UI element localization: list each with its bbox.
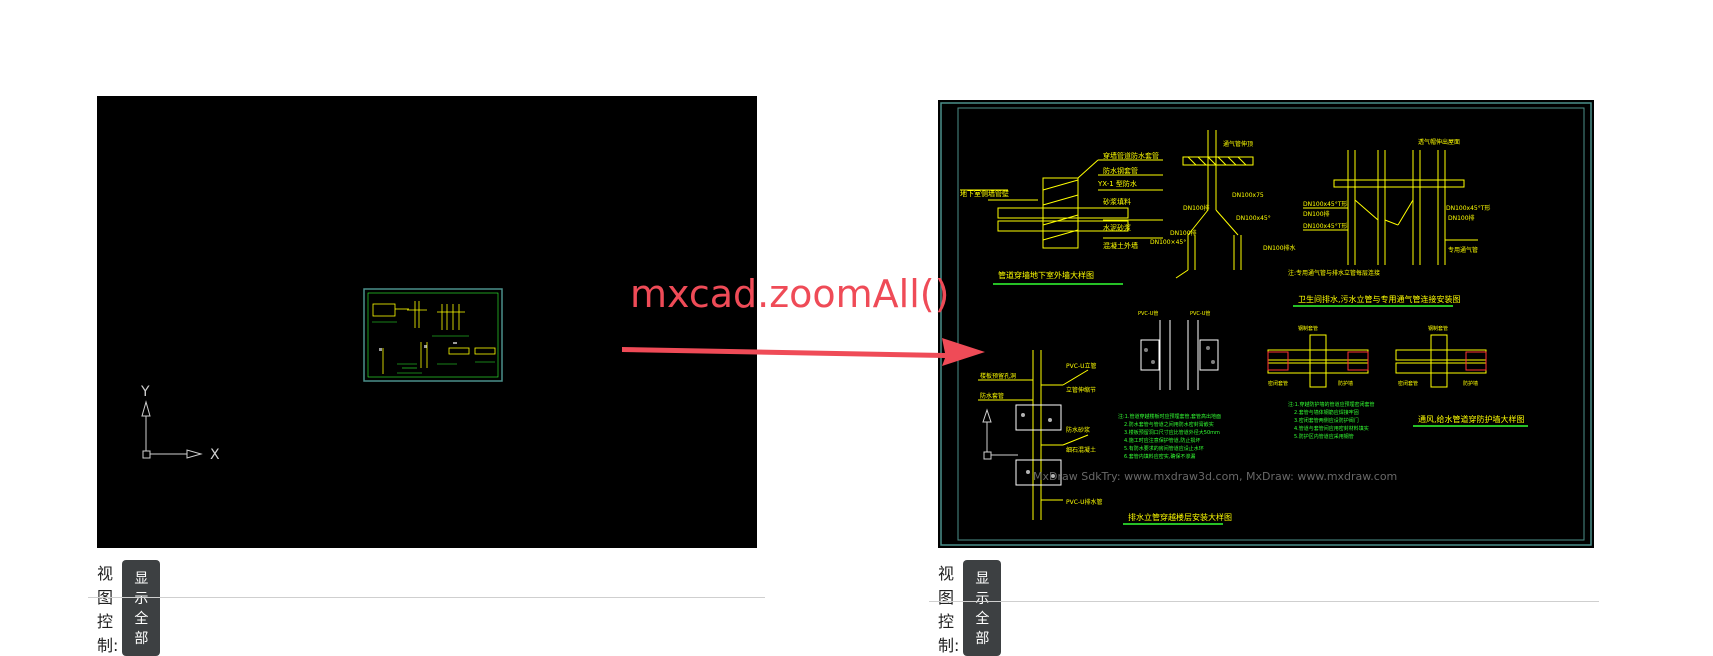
right-divider — [929, 601, 1599, 602]
svg-text:DN100排: DN100排 — [1448, 214, 1475, 222]
left-cad-drawing: Y X — [140, 288, 503, 463]
svg-text:防护墙: 防护墙 — [1463, 380, 1478, 387]
svg-text:砂浆填料: 砂浆填料 — [1103, 197, 1131, 206]
svg-text:4.管道与套管间应用密封材料填实: 4.管道与套管间应用密封材料填实 — [1294, 425, 1369, 432]
svg-text:注:1.穿越防护墙的管道应预埋密闭套管: 注:1.穿越防护墙的管道应预埋密闭套管 — [1288, 401, 1374, 408]
svg-text:防水套管: 防水套管 — [980, 392, 1004, 400]
svg-text:密闭套管: 密闭套管 — [1398, 380, 1418, 387]
svg-text:立管伸缩节: 立管伸缩节 — [1066, 386, 1096, 394]
show-all-button[interactable]: 显示全部 — [963, 560, 1002, 656]
svg-text:5.防护区内管道应采用钢管: 5.防护区内管道应采用钢管 — [1294, 433, 1354, 440]
svg-text:楼板预留孔洞: 楼板预留孔洞 — [980, 372, 1016, 380]
detail-floor-sleeve — [1140, 320, 1219, 390]
svg-text:地下室侧墙管壁: 地下室侧墙管壁 — [960, 189, 1009, 198]
svg-text:防水钢套管: 防水钢套管 — [1103, 166, 1138, 175]
left-view-controls: 视图控制: 显示全部 — [97, 560, 161, 656]
svg-text:穿墙管道防水套管: 穿墙管道防水套管 — [1103, 151, 1159, 160]
svg-text:防水砂浆: 防水砂浆 — [1066, 426, 1090, 434]
drawing-title-4: 通风,给水管道穿防护墙大样图 — [1418, 414, 1525, 424]
svg-text:2.套管与墙体钢筋应焊接牢固: 2.套管与墙体钢筋应焊接牢固 — [1294, 409, 1359, 416]
svg-text:细石混凝土: 细石混凝土 — [1066, 446, 1096, 454]
annotation-code-label: mxcad.zoomAll() — [630, 272, 950, 316]
svg-text:6.套管内填料应密实,确保不渗漏: 6.套管内填料应密实,确保不渗漏 — [1124, 453, 1195, 460]
svg-text:透气帽伸出屋面: 透气帽伸出屋面 — [1418, 138, 1460, 146]
detail-vent-connection — [1303, 150, 1478, 265]
x-axis-label: X — [210, 447, 220, 463]
svg-text:钢制套管: 钢制套管 — [1428, 325, 1448, 332]
ucs-axis-icon-right — [982, 408, 1018, 460]
view-control-label: 视图控制: — [97, 564, 119, 655]
detail-protective-wall — [1267, 334, 1487, 388]
y-axis-label: Y — [140, 384, 150, 400]
watermark-text: MxDraw SdkTry: www.mxdraw3d.com, MxDraw:… — [1033, 470, 1397, 483]
svg-text:混凝土外墙: 混凝土外墙 — [1103, 241, 1138, 250]
svg-text:YX-1 型防水: YX-1 型防水 — [1097, 179, 1137, 188]
right-view-controls: 视图控制: 显示全部 — [938, 560, 1002, 656]
drawing-title-2: 卫生间排水,污水立管与专用通气管连接安装图 — [1298, 294, 1461, 304]
svg-text:专用通气管: 专用通气管 — [1448, 246, 1478, 254]
svg-text:DN100x45°T形: DN100x45°T形 — [1303, 222, 1347, 230]
svg-text:DN100排: DN100排 — [1170, 229, 1197, 237]
svg-text:PVC-U立管: PVC-U立管 — [1066, 362, 1096, 370]
svg-text:注:专用通气管与排水立管每层连接: 注:专用通气管与排水立管每层连接 — [1288, 269, 1380, 277]
svg-text:DN100x45°T形: DN100x45°T形 — [1303, 200, 1347, 208]
svg-text:DN100排: DN100排 — [1183, 204, 1210, 212]
left-divider — [88, 597, 765, 598]
svg-text:DN100排: DN100排 — [1303, 210, 1330, 218]
svg-text:密闭套管: 密闭套管 — [1268, 380, 1288, 387]
svg-text:DN100x45°T形: DN100x45°T形 — [1446, 204, 1490, 212]
svg-text:PVC-U排水管: PVC-U排水管 — [1066, 498, 1102, 506]
svg-text:3.楼板预留洞口尺寸应比管道外径大50mm: 3.楼板预留洞口尺寸应比管道外径大50mm — [1124, 429, 1220, 436]
show-all-button[interactable]: 显示全部 — [122, 560, 161, 656]
mini-drawing-sheet — [363, 288, 503, 382]
detail-drain-y-connection — [1175, 130, 1254, 279]
cad-label-dn100x75: DN100x75 — [1232, 192, 1264, 199]
drawing-title-1: 管道穿墙地下室外墙大样图 — [998, 270, 1094, 280]
svg-text:防护墙: 防护墙 — [1338, 380, 1353, 387]
svg-text:通气管伸顶: 通气管伸顶 — [1223, 140, 1253, 148]
cad-label-dn100-45: DN100×45° — [1150, 239, 1186, 246]
svg-text:水泥砂浆: 水泥砂浆 — [1103, 223, 1131, 232]
right-cad-drawing: 穿墙管道防水套管 防水钢套管 YX-1 型防水 砂浆填料 水泥砂浆 混凝土外墙 … — [940, 102, 1592, 546]
svg-text:2.防水套管与管道之间用防水密封膏嵌实: 2.防水套管与管道之间用防水密封膏嵌实 — [1124, 421, 1214, 428]
left-cad-viewport[interactable]: Y X — [97, 96, 757, 548]
svg-text:DN100排水: DN100排水 — [1263, 244, 1296, 252]
detail-riser-through-slab — [978, 350, 1089, 520]
svg-text:5.有防水要求的房间管道应设止水环: 5.有防水要求的房间管道应设止水环 — [1124, 445, 1204, 452]
svg-text:PVC-U管: PVC-U管 — [1138, 310, 1158, 317]
right-cad-viewport[interactable]: 穿墙管道防水套管 防水钢套管 YX-1 型防水 砂浆填料 水泥砂浆 混凝土外墙 … — [938, 100, 1594, 548]
svg-text:钢制套管: 钢制套管 — [1298, 325, 1318, 332]
detail-wall-penetration — [960, 159, 1163, 249]
svg-text:注:1.管道穿越楼板时应预埋套管,套管高出地面: 注:1.管道穿越楼板时应预埋套管,套管高出地面 — [1118, 413, 1221, 420]
ucs-axis-icon — [141, 400, 203, 459]
svg-text:4.施工时应注意保护管道,防止损坏: 4.施工时应注意保护管道,防止损坏 — [1124, 437, 1200, 444]
svg-text:DN100x45°: DN100x45° — [1236, 215, 1271, 222]
drawing-title-3: 排水立管穿越楼层安装大样图 — [1128, 512, 1232, 522]
svg-text:3.密闭套管两侧应设防护阀门: 3.密闭套管两侧应设防护阀门 — [1294, 417, 1359, 424]
view-control-label: 视图控制: — [938, 564, 960, 655]
svg-text:PVC-U管: PVC-U管 — [1190, 310, 1210, 317]
